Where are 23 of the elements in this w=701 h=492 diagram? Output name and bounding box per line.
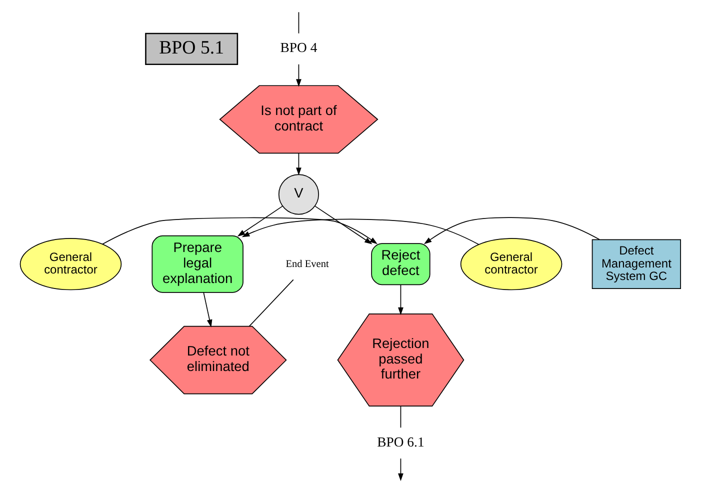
arrow (237, 206, 283, 236)
node-box: Prepare legal explanation (152, 235, 244, 293)
node-box: BPO 5.1 (145, 32, 238, 65)
node-box: Defect Management System GC (592, 239, 681, 289)
connector (400, 406, 402, 428)
arrow (314, 206, 372, 244)
node-ellipse: General contractor (460, 238, 562, 290)
connector (248, 279, 294, 327)
arrow (398, 458, 404, 482)
node-ellipse: General contractor (20, 238, 122, 290)
arrow (424, 217, 600, 244)
node-box: Reject defect (371, 243, 430, 286)
node-text: BPO 6.1 (377, 434, 424, 450)
node-text: End Event (286, 258, 329, 270)
node-text: BPO 4 (280, 40, 318, 56)
arrow (296, 152, 302, 176)
arrow (203, 292, 212, 328)
arrow (398, 284, 404, 316)
arrow (242, 218, 480, 245)
connector (298, 12, 300, 34)
arrow (296, 64, 302, 87)
arrow (102, 217, 378, 245)
node-circle: V (278, 174, 320, 215)
